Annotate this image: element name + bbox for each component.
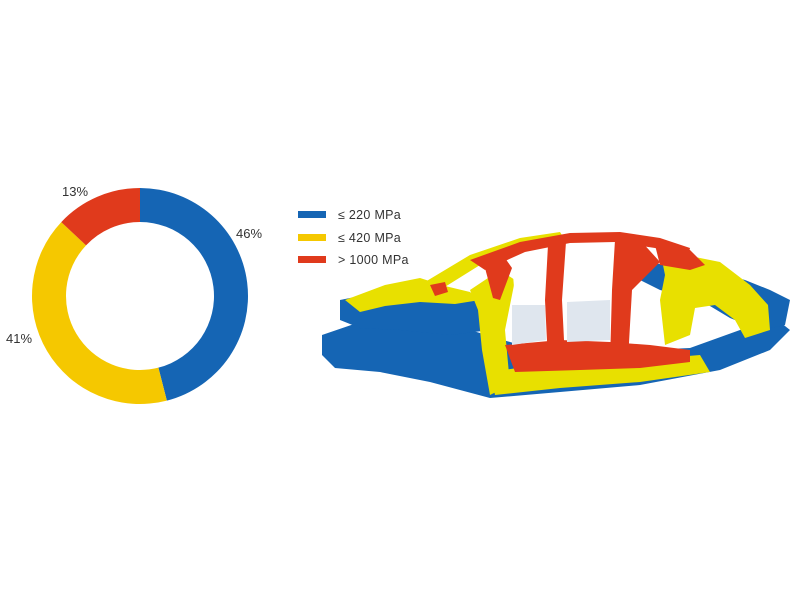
car-front-window-opening [512,250,545,300]
car-door-opening-rear [567,300,610,342]
car-rear-window-opening [566,246,612,298]
car-a-pillar-red [485,258,512,300]
slice-label-420: 41% [6,331,32,346]
donut-slice-420 [31,222,167,404]
legend-swatch-1000 [298,256,326,263]
car-body-illustration [322,232,790,398]
legend-item-220: ≤ 220 MPa [298,208,401,222]
car-rear-frame-red [655,245,705,270]
donut-slice-1000 [61,188,140,246]
legend-swatch-220 [298,211,326,218]
donut-slice-220 [140,188,249,401]
legend-label-1000: > 1000 MPa [338,253,409,267]
car-rear-quarter-yellow [660,250,770,345]
legend-swatch-420 [298,234,326,241]
legend-item-1000: > 1000 MPa [298,253,409,267]
legend-item-420: ≤ 420 MPa [298,231,401,245]
car-b-pillar-red [545,242,566,362]
donut-chart [31,188,249,404]
car-a-pillar-yellow [470,270,515,395]
car-floor-red [505,340,690,372]
donut-labels: 46% 41% 13% [6,184,262,346]
legend-label-220: ≤ 220 MPa [338,208,401,222]
legend: ≤ 220 MPa ≤ 420 MPa > 1000 MPa [298,208,409,267]
legend-label-420: ≤ 420 MPa [338,231,401,245]
car-front-brace-red [430,282,448,296]
slice-label-1000: 13% [62,184,88,199]
car-door-opening-front [512,305,546,345]
slice-label-220: 46% [236,226,262,241]
car-c-pillar-red [610,240,660,362]
